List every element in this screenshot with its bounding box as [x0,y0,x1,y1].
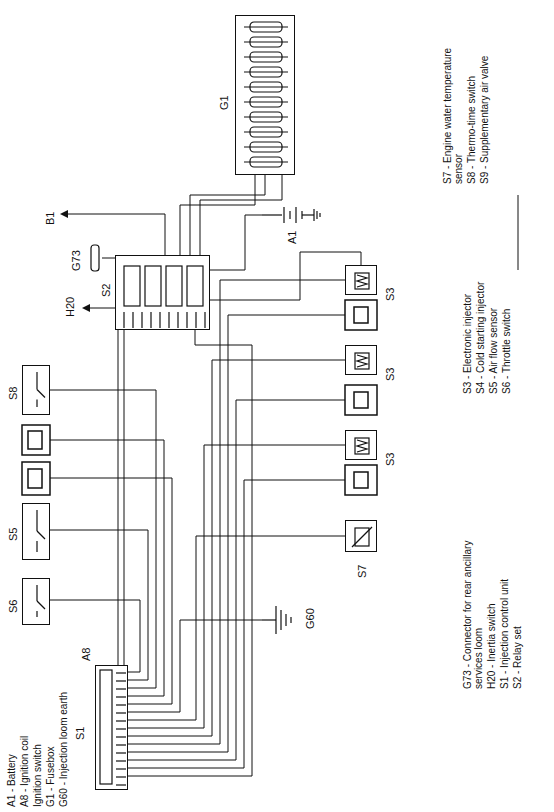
wire [128,445,345,728]
fusebox: G1 [235,15,295,175]
batt-drawing [262,205,322,225]
key-entry: S1 - Injection control unit [499,528,510,690]
wire [128,330,252,776]
wire-line [102,258,115,259]
key-entry: S5 - Air flow sensor [488,307,499,395]
component-label: G1 [218,94,230,111]
key-entry: S7 - Engine water temperature sensor [442,33,464,185]
relay-box: S2 [115,255,210,330]
sensor-box: S8 [22,365,50,415]
temperature-sensor: S7 [345,520,377,552]
sensor-box: S5 [22,503,50,560]
wire [50,390,156,688]
component-label: S5 [7,527,19,542]
component-label: G73 [70,249,82,272]
relay-drawing [116,256,208,328]
component-label: G60 [304,607,316,630]
wire [128,620,262,712]
wire [50,530,148,680]
injector-box: S3 [345,345,377,375]
wire-line [128,445,345,728]
sw-drawing [23,366,48,413]
wire-line [210,252,361,300]
inj-drawing [346,431,375,458]
key-entry: S4 - Cold starting injector [475,281,486,395]
component-label: S6 [7,599,19,614]
component-label: B1 [44,211,56,226]
wire [50,600,140,672]
key-entry: A1 - Battery [6,753,17,808]
wire [210,215,262,270]
wire-line [128,280,345,744]
control-unit-connector: S1 [95,665,128,790]
component-label: S3 [384,287,396,302]
key-entry: S9 - Supplementary air valve [479,33,490,185]
connector-symbol: G73 [88,242,102,274]
component-label: A1 [286,230,298,245]
wire-line [128,330,252,776]
temp-drawing [346,521,375,550]
plug-drawing [88,242,102,274]
component-label: S3 [384,367,396,382]
key-entry: G1 - Fusebox [45,745,56,808]
wire-line [128,620,262,712]
component-label: H20 [64,296,76,318]
key-entry: S8 - Thermo-time switch [466,33,477,185]
component-label: A8 [80,647,92,662]
battery-symbol: A1 [262,205,322,225]
component-label: S8 [7,386,19,401]
key-entry: H20 - Inertia switch [486,528,497,690]
conn-drawing [96,666,126,788]
key-entry: Ignition switch [32,743,43,808]
injector-box: S3 [345,430,377,460]
wire [128,360,345,736]
wire [210,252,361,300]
component-label: S1 [74,726,86,741]
key-entry: A8 - Ignition coil [19,735,30,808]
component-label: S3 [384,452,396,467]
component-label: S2 [100,283,112,298]
injector-box: S3 [345,265,377,295]
wire-line [128,360,345,736]
sw-drawing [23,504,48,558]
wire [128,536,345,720]
inj-drawing [346,266,375,293]
key-entry: S2 - Relay set [512,528,523,690]
wire [128,280,345,744]
wire-line [50,600,140,672]
wire-line [210,215,262,270]
wire-line [50,390,156,688]
fuse-drawing [236,16,293,173]
inj-drawing [346,346,375,373]
key-entry: S6 - Throttle switch [501,308,512,395]
component-label: S7 [356,564,368,579]
wire-line [128,536,345,720]
sensor-box: S6 [22,578,50,625]
key-entry: S3 - Electronic injector [462,293,473,395]
sw-drawing [23,579,48,623]
wire [102,258,115,259]
key-entry: G60 - Injection loom earth [58,691,69,808]
key-entry: G73 - Connector for rear ancillary servi… [462,528,484,690]
earth-drawing [262,598,298,640]
earth-symbol: G60 [262,598,298,640]
wire-line [50,530,148,680]
